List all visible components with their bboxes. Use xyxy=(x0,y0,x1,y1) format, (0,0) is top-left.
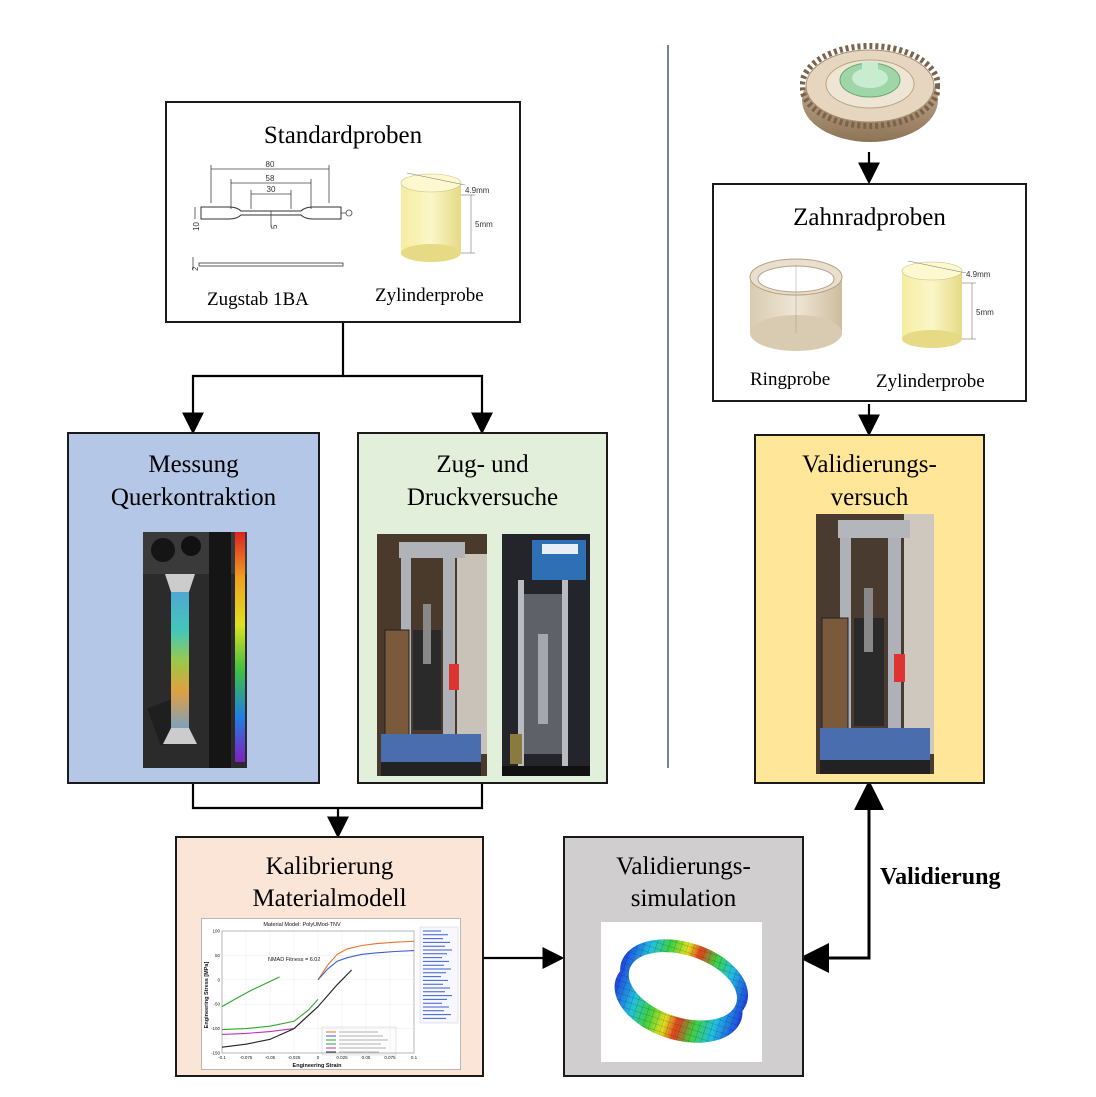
chart-series-line-2 xyxy=(221,976,280,1008)
chart-xlabel: Engineering Strain xyxy=(293,1063,343,1069)
validation-test-title-2: versuch xyxy=(830,484,909,511)
chart-ylabel: Engineering Stress [MPa] xyxy=(204,962,210,1029)
standard-specimens-box: Standardproben 80 58 30 10 5 2 4.9mm 5mm… xyxy=(165,101,521,323)
arrow-validation-to-sim xyxy=(799,784,871,973)
dic-measurement-image xyxy=(143,532,247,768)
dim-80: 80 xyxy=(266,160,275,169)
validation-machine-photo xyxy=(816,514,934,774)
chart-title: Material Model: PolyUMod-TNV xyxy=(263,922,341,928)
validation-label: Validierung xyxy=(880,864,1001,890)
fe-ring-image xyxy=(601,922,762,1062)
gear-image xyxy=(800,43,940,142)
cyl-dia-label: 4.9mm xyxy=(465,186,490,195)
tensile-machine-photo xyxy=(377,534,487,776)
chart-ytick-label: -50 xyxy=(213,1002,220,1007)
chart-xtick-label: -0.1 xyxy=(218,1055,226,1060)
validation-test-title-1: Validierungs- xyxy=(802,451,937,478)
gear-cylinder-drawing: 4.9mm 5mm xyxy=(901,260,994,348)
chart-parameter-list xyxy=(419,926,459,1024)
calibration-chart: Material Model: PolyUMod-TNV NMAD Fitnes… xyxy=(204,922,459,1069)
ring-drawing xyxy=(749,258,843,351)
validation-test-box: Validierungs- versuch xyxy=(754,434,985,784)
gear-cylinder-label: Zylinderprobe xyxy=(876,371,985,392)
chart-series-line-5 xyxy=(221,969,352,1048)
gear-specimens-title: Zahnradproben xyxy=(793,204,946,231)
chart-legend-panel xyxy=(321,1026,397,1056)
chart-xtick-label: 0.05 xyxy=(362,1055,371,1060)
chart-xtick-label: -0.05 xyxy=(265,1055,276,1060)
ring-label: Ringprobe xyxy=(750,369,831,390)
dim-2: 2 xyxy=(191,266,200,271)
measurement-title-2: Querkontraktion xyxy=(110,484,277,511)
calibration-chart-panel: Material Model: PolyUMod-TNV NMAD Fitnes… xyxy=(201,918,461,1070)
chart-ytick-label: 100 xyxy=(212,929,220,934)
dim-5: 5 xyxy=(270,224,279,229)
calibration-box: Kalibrierung Materialmodell Material Mod… xyxy=(175,836,484,1077)
measurement-title-1: Messung xyxy=(148,451,239,478)
chart-series-line-0 xyxy=(317,940,415,981)
chart-series-line-1 xyxy=(317,949,415,981)
simulation-title-1: Validierungs- xyxy=(616,853,751,880)
cylinder-drawing: 4.9mm 5mm xyxy=(400,172,493,262)
chart-xtick-label: 0.075 xyxy=(384,1055,396,1060)
merge-line xyxy=(191,784,484,810)
calibration-title-2: Materialmodell xyxy=(252,885,407,912)
chart-xtick-label: 0.1 xyxy=(411,1055,418,1060)
simulation-title-2: simulation xyxy=(630,885,737,912)
chart-xtick-label: -0.025 xyxy=(288,1055,301,1060)
chart-ytick-label: 0 xyxy=(217,977,220,982)
chart-ytick-label: 50 xyxy=(215,953,221,958)
cyl-height-label: 5mm xyxy=(475,220,493,229)
arrow-to-tests xyxy=(343,374,493,435)
tests-box: Zug- und Druckversuche xyxy=(357,432,608,784)
calibration-title-1: Kalibrierung xyxy=(265,853,394,880)
chart-ytick-label: -150 xyxy=(211,1051,221,1056)
chart-series-line-3 xyxy=(221,998,319,1031)
gear-cyl-height-label: 5mm xyxy=(976,308,994,317)
chart-fitness-label: NMAD Fitness = 6.02 xyxy=(268,957,320,963)
tests-title-1: Zug- und xyxy=(436,451,529,478)
simulation-box: Validierungs- simulation xyxy=(563,836,804,1077)
chart-xtick-label: -0.075 xyxy=(240,1055,253,1060)
cylinder-label: Zylinderprobe xyxy=(375,285,484,306)
tensile-bar-drawing: 80 58 30 10 5 2 xyxy=(191,160,353,271)
chart-xtick-label: 0.025 xyxy=(336,1055,348,1060)
standard-specimens-title: Standardproben xyxy=(263,122,423,149)
dim-58: 58 xyxy=(266,174,275,183)
arrow-to-measure xyxy=(182,322,345,435)
chart-ytick-label: -100 xyxy=(211,1026,221,1031)
dim-30: 30 xyxy=(267,185,276,194)
dim-10: 10 xyxy=(192,222,201,231)
tensile-bar-label: Zugstab 1BA xyxy=(207,289,309,310)
tests-title-2: Druckversuche xyxy=(406,484,559,511)
gear-specimens-box: Zahnradproben 4.9mm 5mm Ringprobe Zylind… xyxy=(712,183,1027,402)
compression-machine-photo xyxy=(502,534,590,776)
gear-cyl-dia-label: 4.9mm xyxy=(966,270,991,279)
measurement-box: Messung Querkontraktion xyxy=(67,432,320,784)
chart-xtick-label: 0 xyxy=(317,1055,320,1060)
